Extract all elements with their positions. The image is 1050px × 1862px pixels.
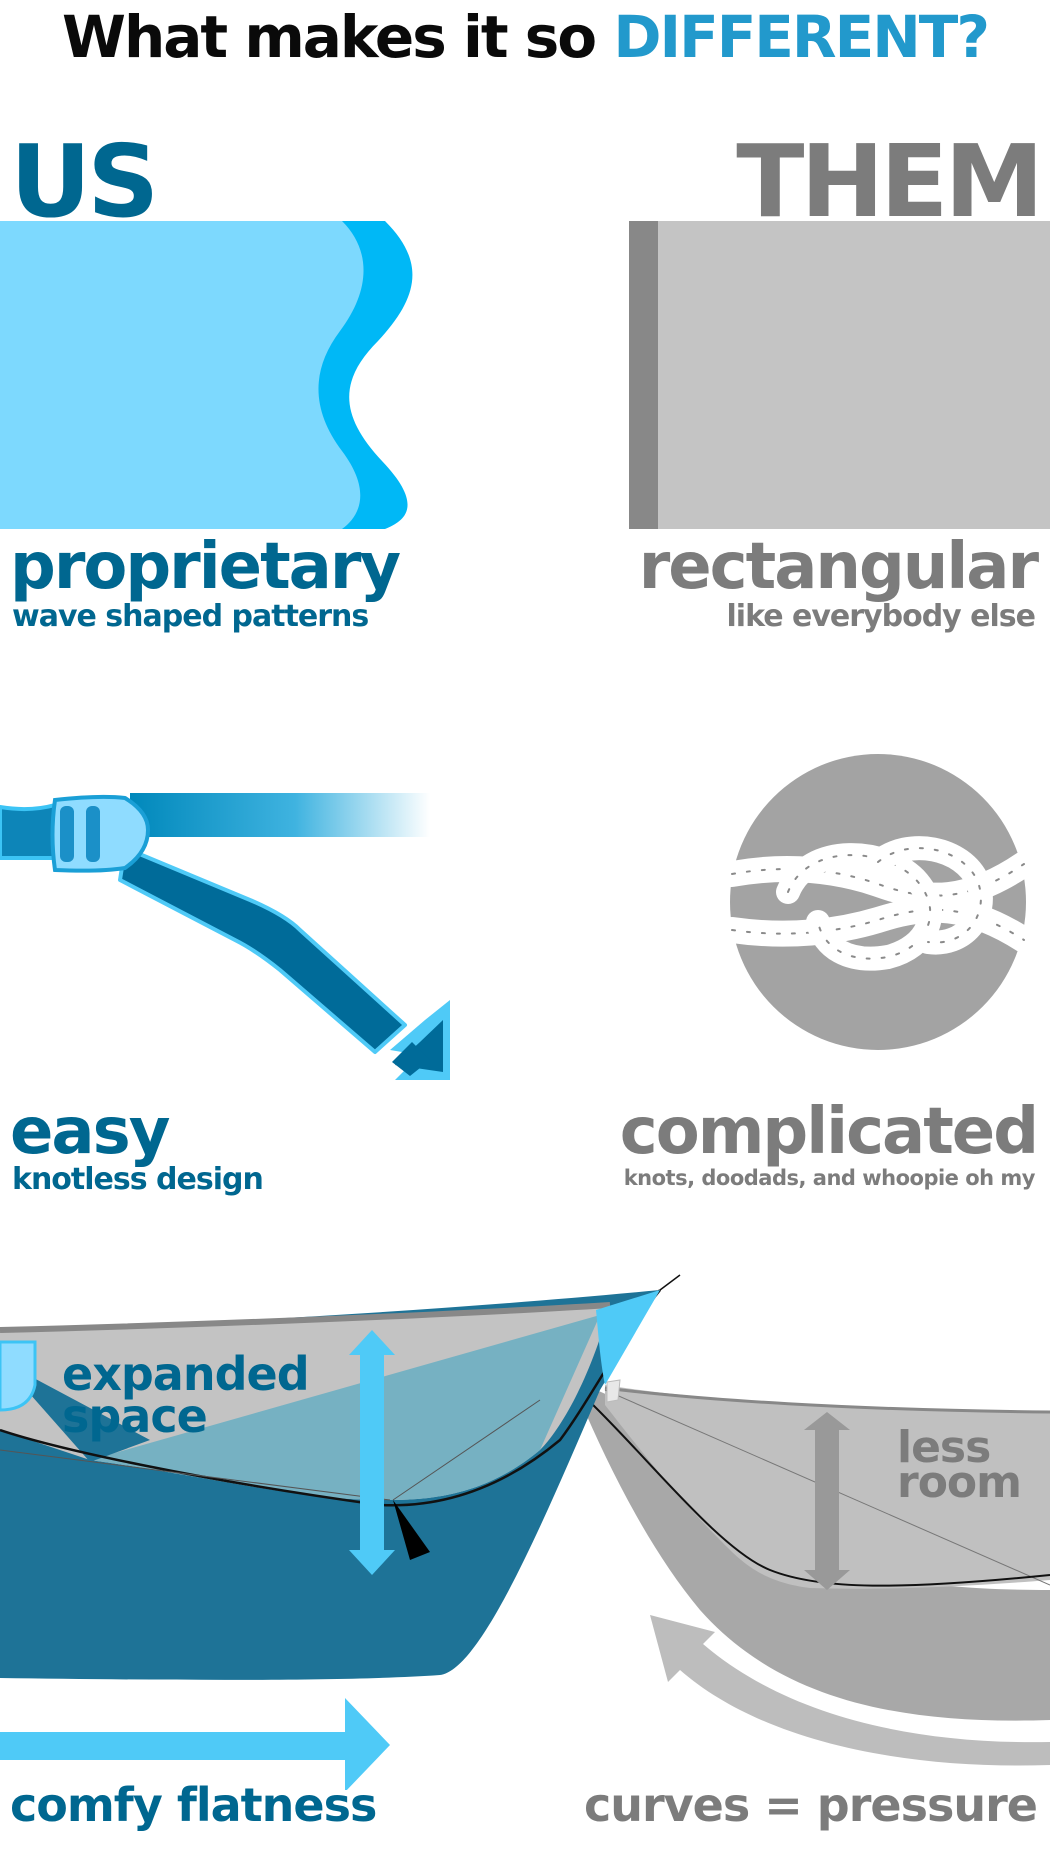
- us-row1-sub: wave shaped patterns: [12, 599, 369, 634]
- us-row2-sub: knotless design: [12, 1162, 264, 1197]
- knot-icon: [728, 754, 1028, 1050]
- us-row1-headline: proprietary: [10, 530, 401, 604]
- them-row1-sub: like everybody else: [726, 599, 1036, 634]
- them-row3-headline: curves = pressure: [583, 1778, 1038, 1832]
- less-room-line2: room: [897, 1457, 1022, 1509]
- expanded-label-line1: expanded: [62, 1347, 310, 1401]
- expanded-space-label: expanded space: [62, 1347, 310, 1444]
- us-row3-headline: comfy flatness: [10, 1778, 377, 1832]
- title-prefix: What makes it so: [62, 3, 614, 71]
- them-heading: THEM: [736, 123, 1044, 240]
- title-accent: DIFFERENT?: [613, 3, 990, 71]
- us-row2-headline: easy: [10, 1095, 170, 1169]
- them-row2-headline: complicated: [619, 1095, 1039, 1169]
- less-room-line1: less: [897, 1422, 991, 1473]
- less-room-label: less room: [897, 1422, 1022, 1509]
- us-heading: US: [10, 123, 159, 240]
- them-row1-headline: rectangular: [638, 530, 1039, 604]
- them-row2-sub: knots, doodads, and whoopie oh my: [623, 1166, 1036, 1190]
- hammock-comparison-icon: [0, 1274, 1050, 1790]
- page-title: What makes it so DIFFERENT?: [0, 8, 1050, 66]
- buckle-strap-icon: [0, 793, 450, 1080]
- rectangle-fabric-icon: [629, 221, 1050, 529]
- wave-fabric-icon: [0, 221, 413, 529]
- flat-hammock-icon: [0, 1274, 681, 1790]
- expanded-label-line2: space: [62, 1389, 208, 1444]
- curved-hammock-icon: [580, 1379, 1050, 1766]
